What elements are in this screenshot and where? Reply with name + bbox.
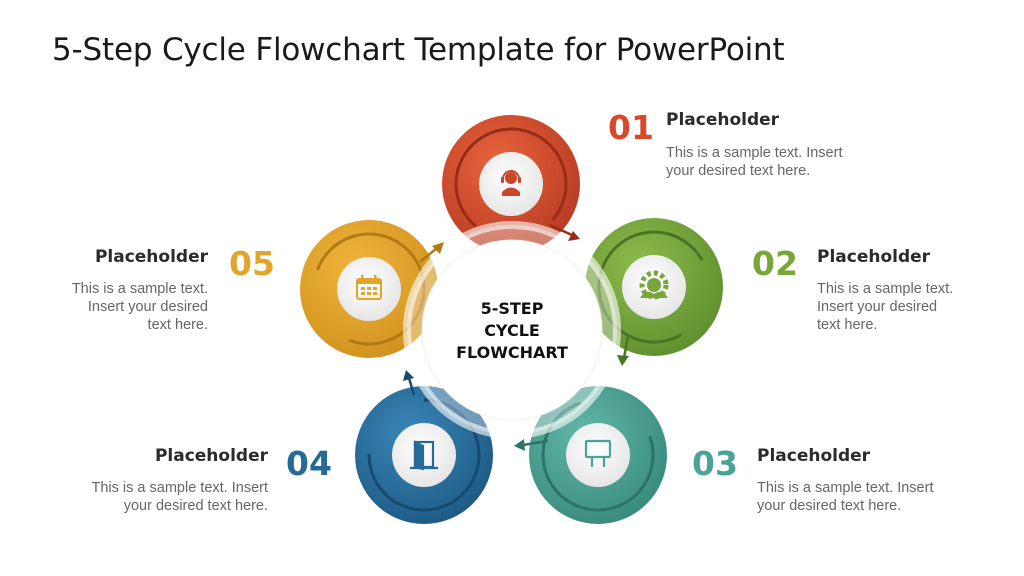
- step-text-02-line: text here.: [817, 317, 878, 333]
- step-text-04-line: This is a sample text. Insert: [91, 480, 268, 496]
- step-number-03: 03: [692, 444, 738, 483]
- step-heading-03: Placeholder: [757, 446, 871, 466]
- step-text-05-line: This is a sample text.: [71, 281, 208, 297]
- center-line-2: CYCLE: [484, 321, 540, 340]
- billboard-icon: [584, 439, 612, 467]
- step-text-03: This is a sample text. Insert your desir…: [757, 479, 933, 515]
- step-text-01-line: This is a sample text. Insert: [666, 145, 843, 161]
- step-text-02: This is a sample text. Insert your desir…: [817, 280, 953, 334]
- step-text-04: This is a sample text. Insert your desir…: [48, 479, 268, 515]
- arrow-04-to-05: [403, 370, 416, 396]
- step-text-03-line: your desired text here.: [757, 498, 902, 514]
- center-line-3: FLOWCHART: [456, 343, 568, 362]
- step-text-02-line: Insert your desired: [817, 299, 938, 315]
- step-number-01: 01: [608, 108, 654, 147]
- step-text-04-line: your desired text here.: [123, 498, 268, 514]
- step-text-03-line: This is a sample text. Insert: [757, 480, 934, 496]
- step-heading-01: Placeholder: [666, 110, 780, 130]
- center-disc: [421, 239, 603, 421]
- step-number-02: 02: [752, 244, 798, 283]
- step-heading-04: Placeholder: [154, 446, 268, 466]
- arrow-01-to-02: [549, 223, 580, 241]
- step-text-01: This is a sample text. Insert your desir…: [666, 144, 842, 180]
- center-line-1: 5-STEP: [480, 299, 544, 318]
- step-heading-02: Placeholder: [817, 247, 931, 267]
- step-text-02-line: This is a sample text.: [817, 281, 954, 297]
- calendar-icon: [356, 275, 382, 300]
- slide-title: 5-Step Cycle Flowchart Template for Powe…: [52, 32, 785, 68]
- door-icon: [410, 440, 438, 471]
- customer-support-icon: [501, 170, 521, 196]
- teamwork-gear-icon: [639, 270, 669, 300]
- arrow-02-to-03: [617, 335, 630, 366]
- step-number-04: 04: [286, 444, 332, 483]
- step-text-05: This is a sample text. Insert your desir…: [28, 280, 208, 334]
- arrow-03-to-04: [514, 439, 549, 451]
- step-text-05-line: text here.: [147, 317, 208, 333]
- step-text-01-line: your desired text here.: [666, 163, 811, 179]
- center-label: 5-STEP CYCLE FLOWCHART: [432, 298, 592, 364]
- arrow-05-to-01: [419, 242, 444, 263]
- step-heading-05: Placeholder: [94, 247, 208, 267]
- step-number-05: 05: [229, 244, 275, 283]
- step-text-05-line: Insert your desired: [87, 299, 208, 315]
